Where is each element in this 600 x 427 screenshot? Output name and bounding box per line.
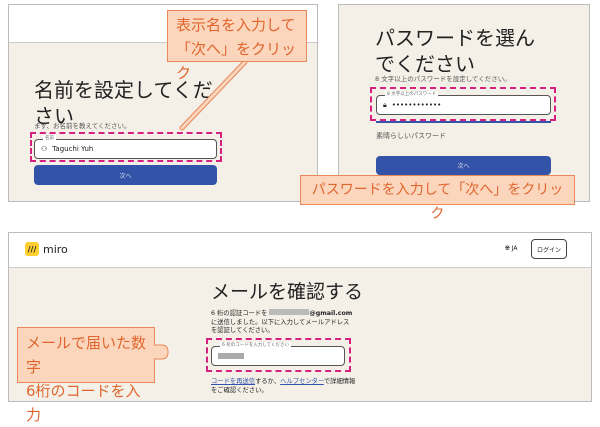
highlight-box <box>30 132 222 162</box>
callout-tail <box>154 344 169 360</box>
globe-icon: 🌐︎ <box>505 245 510 252</box>
lang-label: JA <box>511 245 518 252</box>
field-label: 8 文字以上のパスワード <box>385 91 439 97</box>
name-value: Taguchi Yuh <box>52 145 94 153</box>
strength-meter <box>376 121 551 123</box>
help-text: コードを再送信するか、ヘルプセンターで詳細情報をご確認ください。 <box>211 378 361 395</box>
help-mid: するか、 <box>255 378 281 385</box>
password-callout: パスワードを入力して「次へ」をクリック <box>300 175 575 222</box>
user-icon: ⚇ <box>41 145 48 153</box>
miro-logo[interactable]: /// miro <box>25 242 68 256</box>
highlight-box <box>206 338 351 372</box>
password-step-panel: パスワードを選んでください 8 文字以上のパスワードを設定してください。 8 文… <box>338 4 590 202</box>
password-value: •••••••••••• <box>391 101 442 109</box>
callout-line: メールで届いた数字 <box>26 334 147 376</box>
callout-line: 「次へ」をクリック <box>176 40 297 82</box>
logo-text: miro <box>43 242 68 256</box>
strength-label: 素晴らしいパスワード <box>376 132 446 140</box>
password-input[interactable]: 8 文字以上のパスワード 🔒︎ •••••••••••• <box>376 91 551 115</box>
login-button[interactable]: ログイン <box>531 239 567 259</box>
page-title: 名前を設定してください <box>34 78 213 128</box>
desc-prefix: 6 桁の認証コードを <box>211 310 268 317</box>
page-title: メールを確認する <box>211 281 364 303</box>
name-callout: 表示名を入力して 「次へ」をクリック <box>167 10 307 82</box>
email-suffix: @gmail.com <box>309 310 353 317</box>
help-rest: で詳細情報をご確認ください。 <box>211 378 356 394</box>
next-button[interactable]: 次へ <box>34 165 217 185</box>
callout-line: 表示名を入力して <box>176 16 296 34</box>
field-label: 6 桁のコードを入力してください <box>220 342 292 348</box>
lock-icon: 🔒︎ <box>383 100 387 109</box>
field-label: 名前 <box>43 135 56 141</box>
highlight-box <box>370 87 556 121</box>
language-selector[interactable]: 🌐︎ JA <box>505 245 518 253</box>
header: /// miro 🌐︎ JA ログイン <box>9 233 591 268</box>
desc-rest: に送信しました。以下に入力してメールアドレスを認証してください。 <box>211 318 350 335</box>
help-center-link[interactable]: ヘルプセンター <box>280 378 324 385</box>
next-button[interactable]: 次へ <box>376 156 551 175</box>
code-blurred <box>218 353 244 359</box>
callout-line: 6桁のコードを入力 <box>26 382 141 424</box>
code-callout: メールで届いた数字 6桁のコードを入力 <box>17 327 155 424</box>
name-input[interactable]: 名前 ⚇ Taguchi Yuh <box>34 135 217 159</box>
resend-code-link[interactable]: コードを再送信 <box>211 378 256 385</box>
email-blurred <box>269 309 310 315</box>
description: 6 桁の認証コードを @gmail.com に送信しました。以下に入力してメール… <box>211 309 353 336</box>
page-title: パスワードを選んでください <box>375 26 535 76</box>
subtitle: 8 文字以上のパスワードを設定してください。 <box>375 75 511 83</box>
subtitle: まず、お名前を教えてください。 <box>34 122 131 130</box>
code-input[interactable]: 6 桁のコードを入力してください <box>211 342 345 366</box>
miro-logo-icon: /// <box>25 242 39 256</box>
